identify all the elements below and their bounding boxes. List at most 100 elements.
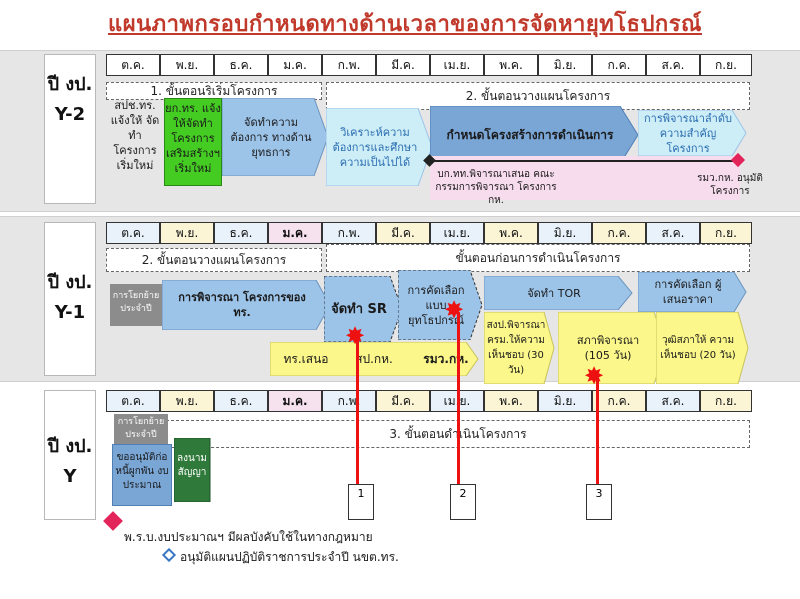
- box-senate: สภาพิจารณา (105 วัน): [576, 334, 640, 362]
- arrow-priority: [638, 110, 747, 156]
- arrow-sr: [324, 276, 403, 342]
- year-code: Y-2: [54, 104, 86, 125]
- month-cell: มิ.ย.: [538, 222, 592, 244]
- arrow-consider: [162, 280, 331, 330]
- year-code: Y-1: [54, 302, 86, 323]
- arrow-parliament: [484, 312, 555, 384]
- month-cell: ก.พ.: [322, 54, 376, 76]
- months-row-y0: ต.ค. พ.ย. ธ.ค. ม.ค. ก.พ. มี.ค. เม.ย. พ.ค…: [106, 390, 752, 412]
- box-committee-select: การคัดเลือก ผู้เสนอราคา: [654, 278, 722, 306]
- page-title: แผนภาพกรอบกำหนดทางด้านเวลาของการจัดหายุท…: [108, 12, 702, 37]
- box-requirements: จัดทำความต้องการ ทางด้านยุทธการ: [230, 115, 312, 159]
- note-left: สปช.ทร. แจ้งให้ จัดทำ โครงการ เริ่มใหม่: [110, 99, 160, 172]
- month-cell: ก.พ.: [322, 390, 376, 412]
- arrow-analysis: [326, 108, 433, 186]
- months-row-y2: ต.ค. พ.ย. ธ.ค. ม.ค. ก.พ. มี.ค. เม.ย. พ.ค…: [106, 54, 752, 76]
- year-code: Y: [63, 466, 77, 487]
- arrow-flow: [270, 342, 479, 376]
- year-label: ปี งป.: [47, 436, 93, 457]
- marker-box: 2: [450, 484, 476, 520]
- legend-blue-diamond-icon: [161, 547, 177, 563]
- month-cell: มี.ค.: [376, 54, 430, 76]
- year-caption-y0: ปี งป. Y: [44, 390, 96, 520]
- months-row-y1: ต.ค. พ.ย. ธ.ค. ม.ค. ก.พ. มี.ค. เม.ย. พ.ค…: [106, 222, 752, 244]
- month-cell: ม.ค.: [268, 390, 322, 412]
- box-green: ยก.ทร. แจ้ง ให้จัดทำ โครงการ เสริมสร้างฯ…: [164, 98, 222, 186]
- year-label: ปี งป.: [47, 74, 93, 95]
- month-cell: ก.ย.: [700, 390, 752, 412]
- legend-approve-plan: อนุมัติแผนปฏิบัติราชการประจำปี นขต.ทร.: [180, 550, 399, 564]
- star-marker-icon: ✸: [345, 322, 366, 350]
- month-cell: พ.ย.: [160, 390, 214, 412]
- arrow-structure: [430, 106, 639, 164]
- connector-line: [596, 380, 599, 486]
- timeline-line: [430, 160, 738, 162]
- flow-sp: สป.กห.: [355, 352, 393, 366]
- legend-budget-act: พ.ร.บ.งบประมาณฯ มีผลบังคับใช้ในทางกฎหมาย: [124, 530, 373, 544]
- month-cell: ก.ย.: [700, 54, 752, 76]
- month-cell: ธ.ค.: [214, 54, 268, 76]
- month-cell: ต.ค.: [106, 390, 160, 412]
- box-consider: การพิจารณา โครงการของ ทร.: [178, 291, 306, 319]
- month-cell: เม.ย.: [430, 222, 484, 244]
- flow-navy: ทร.เสนอ: [283, 352, 329, 366]
- arrow-committee-select: [638, 272, 747, 312]
- arrow-senate-approve: [656, 312, 749, 384]
- year-caption-y2: ปี งป. Y-2: [44, 54, 96, 204]
- box-request: ขออนุมัติก่อ หนี้ผูกพัน งบประมาณ: [112, 444, 172, 506]
- month-cell: ก.พ.: [322, 222, 376, 244]
- phase2-label: 2. ขั้นตอนวางแผนโครงการ: [326, 82, 750, 110]
- month-cell: พ.ค.: [484, 390, 538, 412]
- month-cell: ก.ย.: [700, 222, 752, 244]
- month-cell: ก.ค.: [592, 390, 646, 412]
- month-cell: มี.ค.: [376, 390, 430, 412]
- box-annual-y1: การโยกย้าย ประจำปี: [110, 284, 162, 326]
- month-cell: ส.ค.: [646, 222, 700, 244]
- phase2-label-y1: 2. ขั้นตอนวางแผนโครงการ: [106, 248, 322, 272]
- connector-line: [356, 340, 359, 486]
- box-senate-approve: วุฒิสภาให้ ความเห็นชอบ (20 วัน): [660, 335, 736, 361]
- month-cell: ต.ค.: [106, 222, 160, 244]
- phase-pre-label: ขั้นตอนก่อนการดำเนินโครงการ: [326, 244, 750, 272]
- month-cell: ธ.ค.: [214, 222, 268, 244]
- month-cell: มี.ค.: [376, 222, 430, 244]
- box-tor: จัดทำ TOR: [527, 286, 581, 300]
- year-caption-y1: ปี งป. Y-1: [44, 222, 96, 376]
- month-cell: มิ.ย.: [538, 54, 592, 76]
- box-priority: การพิจารณาลำดับ ความสำคัญโครงการ: [644, 111, 732, 155]
- arrow-tor: [484, 276, 633, 310]
- month-cell: ก.ค.: [592, 54, 646, 76]
- month-cell: มิ.ย.: [538, 390, 592, 412]
- month-cell: ม.ค.: [268, 222, 322, 244]
- month-cell: ม.ค.: [268, 54, 322, 76]
- star-marker-icon: ✸: [444, 296, 465, 324]
- box-select: การคัดเลือก แบบ ยุทโธปกรณ์: [407, 283, 465, 327]
- pink-band: [430, 156, 740, 200]
- month-cell: ส.ค.: [646, 54, 700, 76]
- box-annual-y0: การโยกย้าย ประจำปี: [114, 414, 168, 444]
- arrow-sign: [174, 438, 211, 502]
- marker-box: 3: [586, 484, 612, 520]
- box-sign: ลงนาม สัญญา: [176, 453, 208, 478]
- flow-minister: รมว.กห.: [423, 352, 469, 366]
- month-cell: เม.ย.: [430, 54, 484, 76]
- month-cell: ธ.ค.: [214, 390, 268, 412]
- month-cell: พ.ค.: [484, 222, 538, 244]
- month-cell: ต.ค.: [106, 54, 160, 76]
- month-cell: พ.ย.: [160, 222, 214, 244]
- star-marker-icon: ✸: [584, 362, 605, 390]
- arrow-select: [398, 270, 483, 340]
- marker-box: 1: [348, 484, 374, 520]
- arrow-requirements: [222, 98, 329, 176]
- year-label: ปี งป.: [47, 272, 93, 293]
- connector-line: [457, 312, 460, 486]
- box-parliament: สงป.พิจารณา ครม.ให้ความ เห็นชอบ (30 วัน): [486, 320, 546, 376]
- box-sr: จัดทำ SR: [331, 301, 387, 317]
- note-approve: รมว.กห. อนุมัติโครงการ: [697, 173, 763, 197]
- month-cell: พ.ค.: [484, 54, 538, 76]
- box-structure: กำหนดโครงสร้างการดำเนินการ: [446, 127, 614, 142]
- month-cell: พ.ย.: [160, 54, 214, 76]
- box-analysis: วิเคราะห์ความ ต้องการและศึกษา ความเป็นไป…: [332, 125, 418, 169]
- month-cell: ส.ค.: [646, 390, 700, 412]
- note-committee: บก.ทท.พิจารณาเสนอ คณะกรรมการพิจารณา โครง…: [435, 169, 557, 206]
